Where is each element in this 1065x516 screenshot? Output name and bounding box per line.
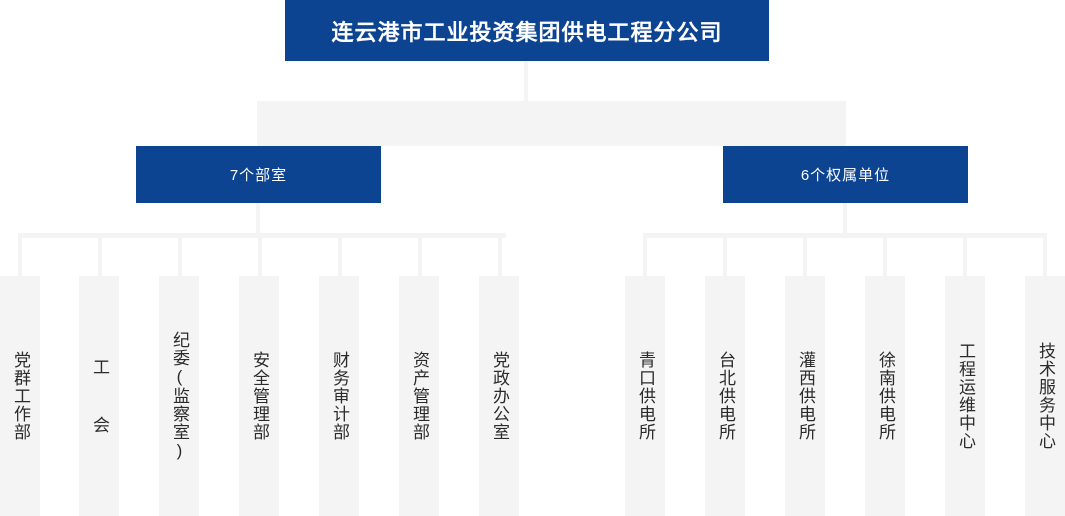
leaf-node-department-6[interactable]: 资产管理部: [399, 276, 439, 516]
connector-drop-unit-6: [1043, 233, 1047, 276]
connector-drop-dept-4: [258, 233, 262, 276]
connector-drop-unit-4: [883, 233, 887, 276]
leaf-node-department-5-label: 财务审计部: [330, 351, 350, 441]
connector-units-stem: [843, 203, 847, 233]
connector-root-stem: [524, 61, 528, 102]
connector-drop-dept-1: [18, 233, 22, 276]
connector-drop-unit-3: [803, 233, 807, 276]
leaf-node-unit-6[interactable]: 技术服务中心: [1025, 276, 1065, 516]
leaf-node-department-4-label: 安全管理部: [250, 351, 270, 441]
leaf-node-unit-6-label: 技术服务中心: [1036, 342, 1056, 450]
leaf-node-unit-5-label: 工程运维中心: [956, 342, 976, 450]
leaf-node-unit-3[interactable]: 灌西供电所: [785, 276, 825, 516]
root-node-label: 连云港市工业投资集团供电工程分公司: [331, 19, 723, 45]
level2-node-departments[interactable]: 7个部室: [136, 146, 381, 203]
leaf-node-department-6-label: 资产管理部: [410, 351, 430, 441]
level2-node-units[interactable]: 6个权属单位: [723, 146, 968, 203]
connector-units-hbar: [644, 233, 1046, 238]
leaf-node-unit-3-label: 灌西供电所: [796, 351, 816, 441]
leaf-node-department-2[interactable]: 工 会: [79, 276, 119, 516]
connector-drop-unit-1: [643, 233, 647, 276]
leaf-node-unit-2-label: 台北供电所: [716, 351, 736, 441]
connector-departments-hbar: [19, 233, 506, 238]
leaf-node-unit-1[interactable]: 青口供电所: [625, 276, 665, 516]
leaf-node-department-7[interactable]: 党政办公室: [479, 276, 519, 516]
connector-level2-slab: [257, 101, 846, 146]
leaf-node-unit-4-label: 徐南供电所: [876, 351, 896, 441]
level2-node-departments-label: 7个部室: [229, 167, 288, 184]
leaf-node-department-5[interactable]: 财务审计部: [319, 276, 359, 516]
leaf-node-unit-1-label: 青口供电所: [636, 351, 656, 441]
leaf-node-department-2-label: 工 会: [90, 358, 110, 434]
connector-departments-stem: [256, 203, 260, 233]
leaf-node-department-4[interactable]: 安全管理部: [239, 276, 279, 516]
connector-drop-unit-5: [963, 233, 967, 276]
root-node-company[interactable]: 连云港市工业投资集团供电工程分公司: [285, 0, 769, 61]
leaf-node-unit-5[interactable]: 工程运维中心: [945, 276, 985, 516]
connector-drop-dept-7: [498, 233, 502, 276]
connector-drop-unit-2: [723, 233, 727, 276]
connector-drop-dept-6: [418, 233, 422, 276]
leaf-node-department-3-label: 纪委(监察室): [170, 331, 190, 461]
connector-drop-dept-5: [338, 233, 342, 276]
leaf-node-department-1[interactable]: 党群工作部: [0, 276, 40, 516]
level2-node-units-label: 6个权属单位: [800, 167, 891, 184]
leaf-node-department-7-label: 党政办公室: [490, 351, 510, 441]
leaf-node-department-3[interactable]: 纪委(监察室): [159, 276, 199, 516]
connector-drop-dept-3: [178, 233, 182, 276]
leaf-node-unit-4[interactable]: 徐南供电所: [865, 276, 905, 516]
leaf-node-unit-2[interactable]: 台北供电所: [705, 276, 745, 516]
leaf-node-department-1-label: 党群工作部: [11, 351, 31, 441]
connector-drop-dept-2: [98, 233, 102, 276]
